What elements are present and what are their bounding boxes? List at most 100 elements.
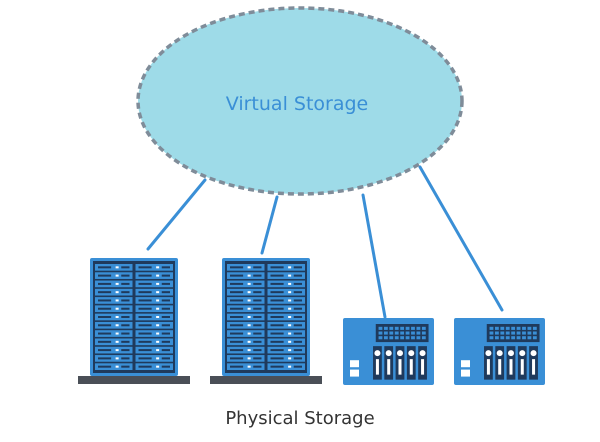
rack-slot [270, 324, 284, 327]
rack-slot [253, 266, 262, 269]
rack-unit [267, 297, 305, 304]
rack-base [78, 376, 190, 384]
nas-vent-hole [405, 331, 410, 335]
nas-vent-hole [500, 331, 505, 335]
rack-slot [253, 299, 262, 302]
rack-unit [227, 330, 265, 337]
rack-led [156, 316, 160, 318]
connector-line-1 [146, 178, 207, 251]
rack-led [247, 340, 251, 343]
rack-slot [138, 307, 152, 310]
rack-led [288, 332, 292, 335]
cloud-label: Virtual Storage [226, 93, 368, 115]
rack-slot [161, 349, 170, 352]
rack-unit [227, 264, 265, 271]
rack-unit [227, 321, 265, 329]
rack-unit [95, 313, 133, 321]
nas-vent-hole [411, 336, 415, 340]
rack-led [115, 282, 119, 285]
nas-drive-led [385, 350, 392, 357]
rack-slot [138, 340, 152, 343]
rack-slot [121, 324, 130, 327]
rack-led [247, 307, 251, 310]
rack-unit [267, 305, 305, 313]
nas-vent-hole [489, 331, 494, 335]
nas-vent-hole [389, 326, 394, 330]
rack-led [115, 299, 119, 302]
rack-slot [98, 340, 112, 343]
connector-line-4 [418, 165, 504, 312]
rack-led [288, 291, 292, 294]
rack-unit [95, 288, 133, 296]
rack-led [115, 349, 119, 352]
rack-slot [293, 349, 302, 352]
rack-slot [138, 299, 152, 302]
rack-unit [267, 363, 305, 370]
rack-slot [98, 274, 112, 277]
rack-slot [293, 299, 302, 302]
rack-slot [230, 365, 244, 368]
rack-unit [135, 280, 173, 288]
nas-vent-hole [527, 326, 532, 330]
rack-unit [135, 264, 173, 271]
rack-slot [138, 282, 152, 285]
nas-vent-hole [378, 326, 383, 330]
rack-unit [267, 338, 305, 346]
rack-led [156, 266, 160, 269]
rack-led [115, 357, 119, 360]
rack-led [115, 307, 119, 310]
rack-slot [121, 357, 130, 360]
rack-slot [98, 349, 112, 352]
rack-unit [135, 338, 173, 346]
rack-slot [98, 324, 112, 327]
rack-server-icon [210, 258, 322, 384]
nas-vent-hole [532, 331, 537, 335]
nas-vent-hole [516, 331, 521, 335]
nas-drive-handle [398, 359, 402, 375]
nas-vent-hole [500, 326, 505, 330]
nas-drive-handle [409, 359, 413, 375]
nas-vent-hole [505, 331, 510, 335]
nas-drive-led [374, 350, 381, 357]
connector-line-2 [260, 195, 279, 255]
rack-slot [253, 307, 262, 310]
nas-vent-hole [516, 336, 521, 340]
nas-icon [454, 318, 545, 385]
rack-led [288, 340, 292, 343]
nas-drive-handle [498, 359, 502, 375]
nas-vent-hole [383, 326, 388, 330]
rack-slot [230, 307, 244, 310]
nas-vent-hole [416, 336, 421, 340]
rack-slot [253, 340, 262, 343]
rack-unit [227, 313, 265, 321]
rack-led [288, 266, 292, 269]
rack-slot [121, 365, 130, 368]
nas-vent-hole [400, 326, 405, 330]
rack-unit [95, 330, 133, 337]
rack-slot [161, 357, 170, 360]
rack-unit [95, 305, 133, 313]
rack-led [247, 316, 251, 318]
nas-button [350, 369, 359, 377]
rack-led [115, 365, 119, 368]
rack-led [156, 307, 160, 310]
rack-slot [121, 340, 130, 343]
rack-slot [253, 349, 262, 352]
rack-led [288, 307, 292, 310]
rack-slot [161, 324, 170, 327]
nas-vent-hole [505, 336, 510, 340]
rack-slot [138, 324, 152, 327]
rack-slot [270, 299, 284, 302]
rack-slot [98, 291, 112, 294]
rack-unit [135, 363, 173, 370]
rack-slot [121, 316, 130, 318]
rack-unit [135, 330, 173, 337]
rack-unit [227, 272, 265, 279]
rack-led [247, 332, 251, 335]
rack-unit [135, 321, 173, 329]
rack-led [247, 357, 251, 360]
rack-slot [161, 332, 170, 335]
rack-unit [135, 305, 173, 313]
nas-drive-handle [387, 359, 391, 375]
rack-unit [135, 297, 173, 304]
